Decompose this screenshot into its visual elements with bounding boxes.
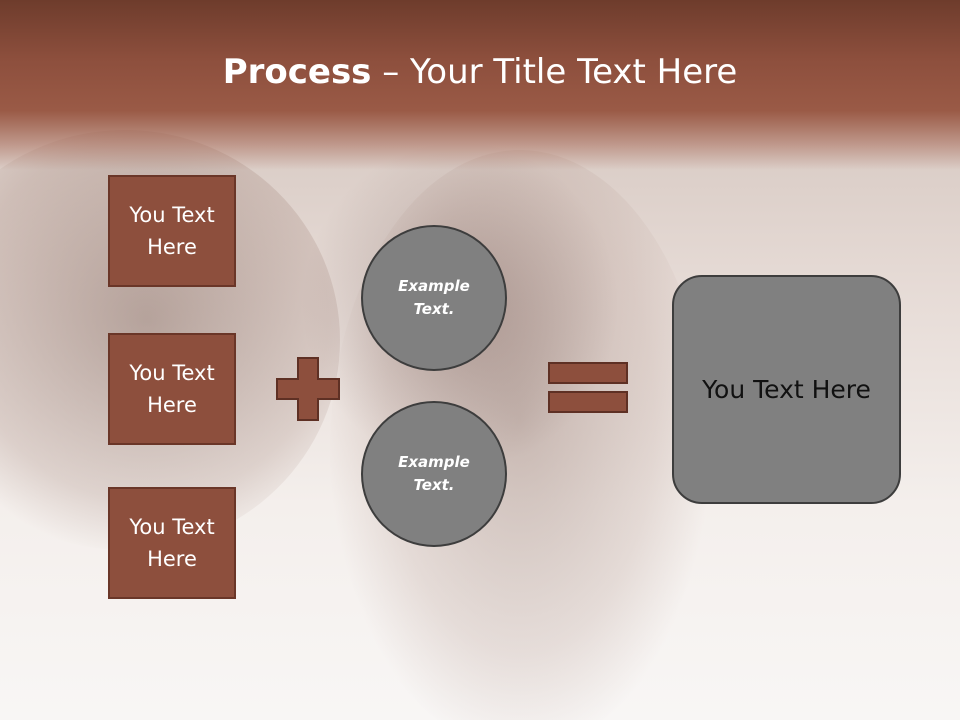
- title-rest-part: – Your Title Text Here: [371, 52, 738, 92]
- result-box-text: You Text Here: [702, 375, 871, 404]
- example-circle-2[interactable]: Example Text.: [361, 401, 507, 547]
- input-box-2[interactable]: You Text Here: [108, 333, 236, 445]
- input-box-1-text: You Text Here: [129, 203, 215, 259]
- example-circle-1[interactable]: Example Text.: [361, 225, 507, 371]
- input-box-1[interactable]: You Text Here: [108, 175, 236, 287]
- input-box-3[interactable]: You Text Here: [108, 487, 236, 599]
- example-circle-2-text: Example Text.: [398, 453, 470, 494]
- title-bold-part: Process: [222, 52, 372, 92]
- result-box[interactable]: You Text Here: [672, 275, 901, 504]
- example-circle-1-text: Example Text.: [398, 277, 470, 318]
- plus-icon: [276, 357, 340, 421]
- input-box-3-text: You Text Here: [129, 515, 215, 571]
- input-box-2-text: You Text Here: [129, 361, 215, 417]
- title-bar: [0, 0, 960, 170]
- equals-icon: [548, 362, 628, 413]
- slide-title: Process – Your Title Text Here: [0, 52, 960, 92]
